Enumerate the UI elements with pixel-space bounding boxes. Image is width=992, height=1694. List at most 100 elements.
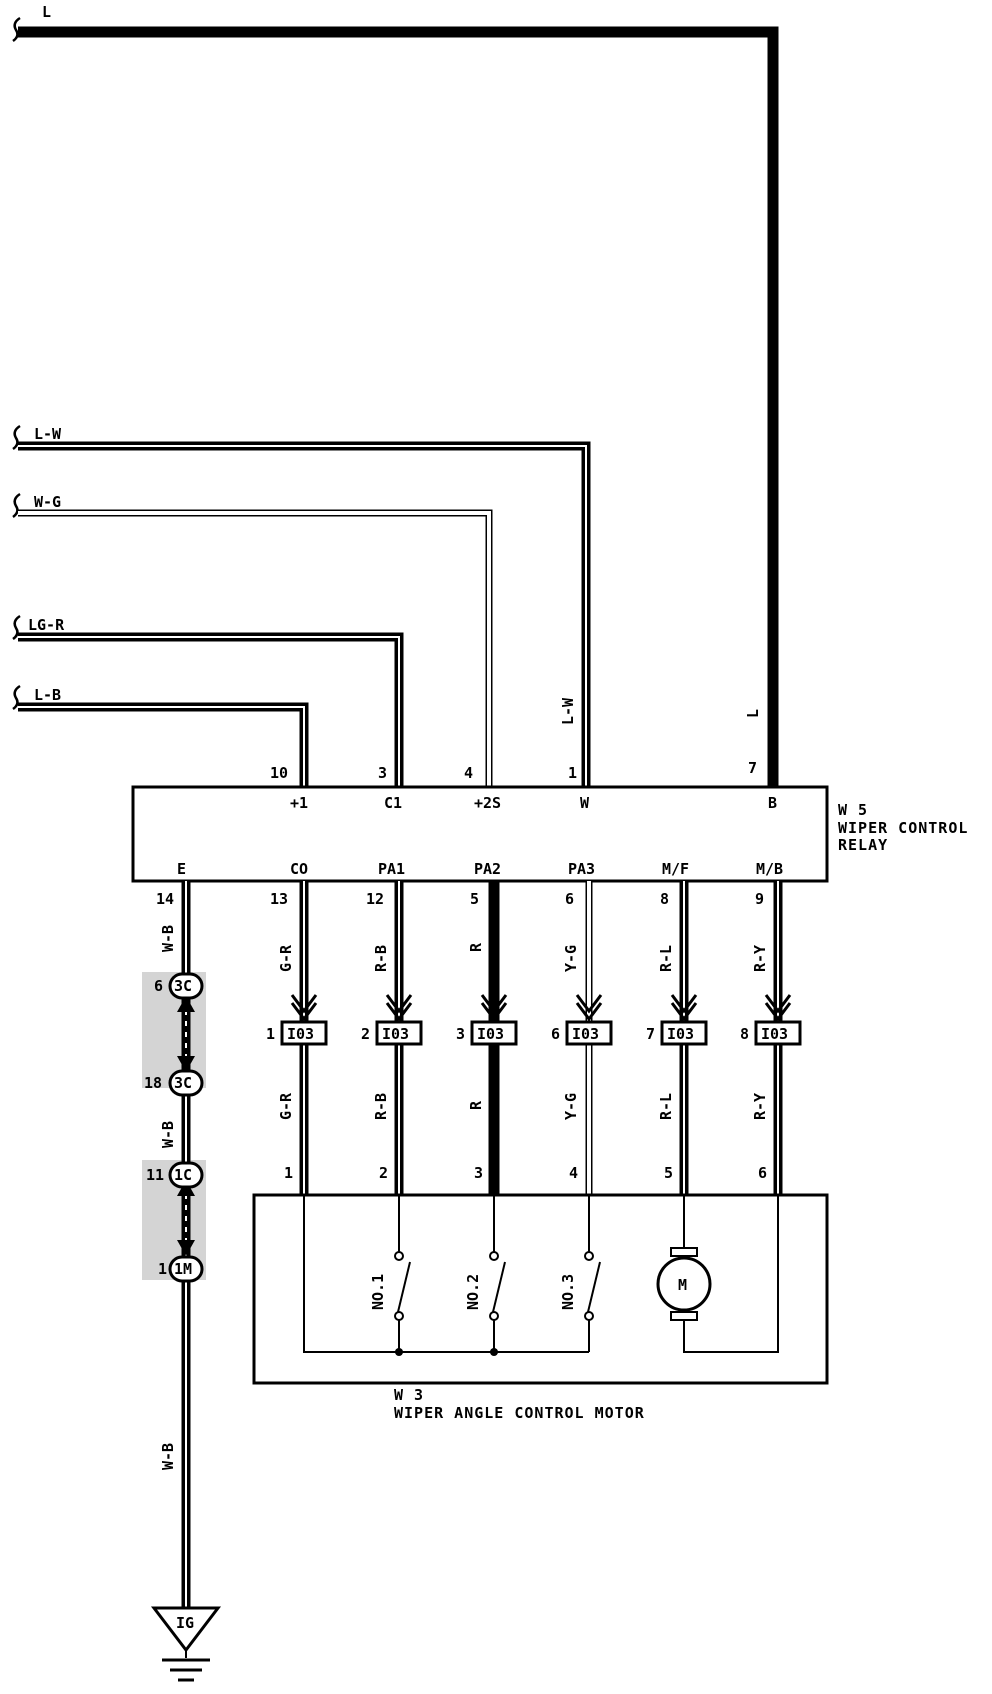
wire-w-g (18, 509, 493, 787)
switch-label-no3: NO.3 (559, 1274, 577, 1310)
connector-box-1 (280, 1020, 328, 1046)
junction-code-1m: 1M (174, 1260, 192, 1278)
junction-pin-18: 18 (144, 1074, 162, 1092)
motor-pin-5: 5 (664, 1164, 673, 1182)
relay-pin-1: 1 (568, 764, 577, 782)
motor-symbol (656, 1247, 712, 1321)
wiper-angle-control-motor-box (252, 1193, 829, 1385)
wire-color-upper-y-g: Y-G (562, 945, 580, 972)
connector-pin-1: 1 (266, 1025, 275, 1043)
relay-pin-5: 5 (470, 890, 479, 908)
junction-code-3c-a: 3C (174, 977, 192, 995)
connector-arrows (290, 994, 792, 1022)
vertical-label-l-w: L-W (559, 697, 577, 725)
connector-box-8 (754, 1020, 802, 1046)
junction-ovals (168, 972, 204, 1283)
relay-pin-8: 8 (660, 890, 669, 908)
relay-pin-9: 9 (755, 890, 764, 908)
wire-color-upper-r: R (467, 942, 485, 952)
relay-name-line1: WIPER CONTROL (838, 819, 968, 837)
relay-term-plus1: +1 (290, 794, 308, 812)
wire-break-symbols (12, 16, 21, 711)
connector-pin-8: 8 (740, 1025, 749, 1043)
wire-l (18, 26, 779, 787)
wire-label-w-b-2: W-B (159, 1121, 177, 1148)
connector-i03-boxes (280, 1020, 802, 1046)
connector-box-7 (660, 1020, 708, 1046)
motor-pin-6: 6 (758, 1164, 767, 1182)
motor-pin-1: 1 (284, 1164, 293, 1182)
relay-pin-6: 6 (565, 890, 574, 908)
wire-color-lower-r-l: R-L (657, 1093, 675, 1120)
motor-code: W 3 (394, 1386, 424, 1404)
switch-label-no1: NO.1 (369, 1274, 387, 1310)
relay-term-pa3: PA3 (568, 860, 595, 878)
relay-term-mb: M/B (756, 860, 783, 878)
relay-name-line2: RELAY (838, 836, 888, 854)
wire-color-upper-g-r: G-R (277, 944, 295, 972)
wire-color-lower-g-r: G-R (277, 1092, 295, 1120)
motor-pin-3: 3 (474, 1164, 483, 1182)
connector-pin-6: 6 (551, 1025, 560, 1043)
ground-point-ig (150, 1606, 222, 1682)
connector-box-3 (470, 1020, 518, 1046)
wire-color-lower-y-g: Y-G (562, 1093, 580, 1120)
connector-label-8: I03 (761, 1025, 788, 1043)
relay-term-b: B (768, 794, 777, 812)
relay-pin-14: 14 (156, 890, 174, 908)
junction-code-3c-b: 3C (174, 1074, 192, 1092)
switch-contacts (394, 1251, 594, 1321)
wire-color-upper-r-y: R-Y (751, 945, 769, 972)
wire-label-lg-r: LG-R (28, 616, 65, 634)
wire-label-l: L (42, 3, 51, 21)
motor-pin-4: 4 (569, 1164, 578, 1182)
wire-lg-r (18, 632, 404, 787)
relay-term-e: E (177, 860, 186, 878)
relay-term-mf: M/F (662, 860, 689, 878)
wire-label-w-b-3: W-B (159, 1443, 177, 1470)
relay-code: W 5 (838, 801, 868, 819)
connector-box-2 (375, 1020, 423, 1046)
wire-l-w (18, 441, 591, 787)
relay-term-co: CO (290, 860, 308, 878)
connector-label-2: I03 (382, 1025, 409, 1043)
wire-label-l-w: L-W (34, 425, 62, 443)
relay-pin-10: 10 (270, 764, 288, 782)
connector-label-6: I03 (572, 1025, 599, 1043)
wire-color-lower-r-b: R-B (372, 1093, 390, 1120)
ground-point-label: IG (176, 1614, 194, 1632)
wiper-control-relay-box (131, 785, 829, 883)
relay-pin-12: 12 (366, 890, 384, 908)
wire-color-lower-r: R (467, 1100, 485, 1110)
junction-pin-6: 6 (154, 977, 163, 995)
junction-pin-1: 1 (158, 1260, 167, 1278)
switch-label-no2: NO.2 (464, 1274, 482, 1310)
relay-term-c1: C1 (384, 794, 402, 812)
vertical-label-l: L (744, 709, 762, 718)
relay-pin-3: 3 (378, 764, 387, 782)
connector-pin-7: 7 (646, 1025, 655, 1043)
motor-symbol-label: M (678, 1276, 687, 1294)
relay-term-pa1: PA1 (378, 860, 405, 878)
relay-term-plus2s: +2S (474, 794, 501, 812)
connector-box-6 (565, 1020, 613, 1046)
junction-pin-11: 11 (146, 1166, 164, 1184)
connector-pin-2: 2 (361, 1025, 370, 1043)
connector-label-1: I03 (287, 1025, 314, 1043)
relay-pin-7: 7 (748, 759, 757, 777)
motor-name: WIPER ANGLE CONTROL MOTOR (394, 1404, 645, 1422)
connector-label-7: I03 (667, 1025, 694, 1043)
relay-term-pa2: PA2 (474, 860, 501, 878)
wire-color-lower-r-y: R-Y (751, 1093, 769, 1120)
wire-l-b (18, 702, 309, 787)
connector-pin-3: 3 (456, 1025, 465, 1043)
wire-label-l-b: L-B (34, 686, 61, 704)
relay-pin-13: 13 (270, 890, 288, 908)
wire-label-w-b-1: W-B (159, 925, 177, 952)
wire-color-upper-r-l: R-L (657, 945, 675, 972)
junction-code-1c: 1C (174, 1166, 192, 1184)
relay-term-w: W (580, 794, 590, 812)
connector-label-3: I03 (477, 1025, 504, 1043)
motor-pin-2: 2 (379, 1164, 388, 1182)
